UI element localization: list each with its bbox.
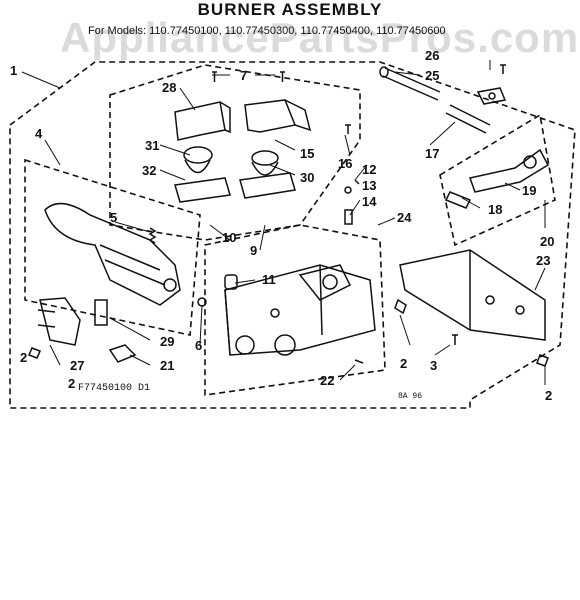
callout-29: 29 bbox=[160, 334, 174, 349]
model-list: For Models: 110.77450100, 110.77450300, … bbox=[88, 25, 446, 37]
callout-19: 19 bbox=[522, 183, 536, 198]
callout-13: 13 bbox=[362, 178, 376, 193]
callout-2d: 2 bbox=[20, 350, 27, 365]
bracket-27 bbox=[39, 297, 81, 346]
callout-6: 6 bbox=[195, 338, 202, 353]
bracket-box bbox=[109, 64, 361, 241]
callout-23: 23 bbox=[536, 253, 550, 268]
callout-17: 17 bbox=[425, 146, 439, 161]
callout-3: 3 bbox=[430, 358, 437, 373]
callout-9: 9 bbox=[250, 243, 257, 258]
callout-32: 32 bbox=[142, 163, 156, 178]
callout-18: 18 bbox=[488, 202, 502, 217]
callout-30: 30 bbox=[300, 170, 314, 185]
callout-11: 11 bbox=[262, 272, 276, 287]
valve-box bbox=[24, 158, 201, 336]
callout-10: 10 bbox=[222, 230, 236, 245]
main-valve-box bbox=[204, 224, 386, 396]
watermark: AppliancePartsPros.com bbox=[60, 14, 580, 61]
callout-22: 22 bbox=[320, 373, 334, 388]
callout-16: 16 bbox=[338, 156, 352, 171]
outer-boundary bbox=[9, 61, 576, 409]
valve-24 bbox=[224, 264, 376, 356]
callout-5: 5 bbox=[110, 210, 117, 225]
callout-26: 26 bbox=[425, 48, 439, 63]
bracket-23 bbox=[399, 249, 546, 341]
callout-2b: 2 bbox=[68, 376, 75, 391]
callout-12: 12 bbox=[362, 162, 376, 177]
callout-25: 25 bbox=[425, 68, 439, 83]
callout-1: 1 bbox=[10, 63, 17, 78]
tube-25 bbox=[382, 67, 441, 101]
diagram-title: BURNER ASSEMBLY bbox=[197, 0, 383, 19]
callout-24: 24 bbox=[397, 210, 412, 225]
side-box bbox=[439, 113, 556, 247]
callout-2c: 2 bbox=[545, 388, 552, 403]
small-code: 8A 96 bbox=[398, 392, 422, 401]
valve-4 bbox=[44, 202, 181, 306]
callout-27: 27 bbox=[70, 358, 84, 373]
callout-2a: 2 bbox=[400, 356, 407, 371]
drawing-code: F77450100 D1 bbox=[78, 383, 150, 394]
bracket-15 bbox=[244, 99, 297, 133]
callout-21: 21 bbox=[160, 358, 174, 373]
callout-20: 20 bbox=[540, 234, 554, 249]
bracket-28 bbox=[174, 101, 226, 141]
callout-7: 7 bbox=[240, 68, 247, 83]
callout-15: 15 bbox=[300, 146, 314, 161]
callout-31: 31 bbox=[145, 138, 159, 153]
callout-28: 28 bbox=[162, 80, 176, 95]
callout-14: 14 bbox=[362, 194, 377, 209]
callout-4: 4 bbox=[35, 126, 43, 141]
tube-17 bbox=[445, 104, 491, 134]
